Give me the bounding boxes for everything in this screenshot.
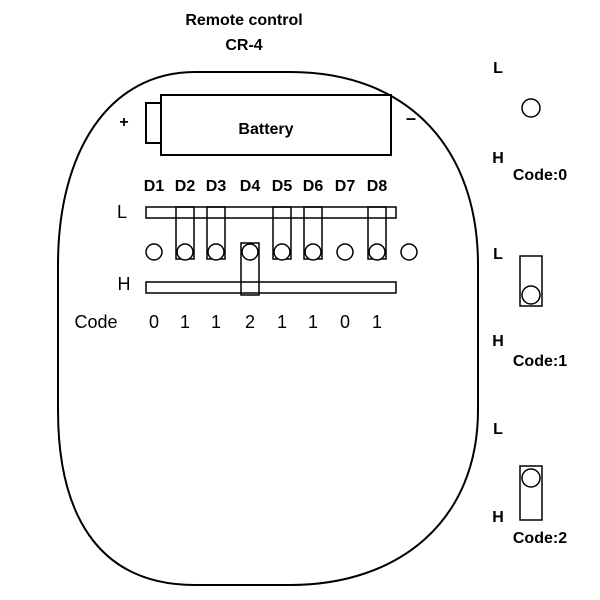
battery-minus-sign: –: [406, 108, 416, 128]
legend-jumper: [519, 255, 543, 307]
pin-d4: [241, 243, 259, 261]
low-rail: [145, 206, 397, 219]
high-rail: [145, 281, 397, 294]
legend-high-label: H: [492, 333, 504, 350]
battery-body: [160, 94, 392, 156]
pin-d6: [304, 243, 322, 261]
pin-d5: [273, 243, 291, 261]
pin-d7: [336, 243, 354, 261]
battery-label: Battery: [238, 121, 293, 138]
code-row-label: Code: [74, 312, 117, 332]
legend-code-label: Code:0: [513, 167, 567, 184]
legend-jumper: [519, 465, 543, 521]
remote-body-outline: [57, 71, 479, 586]
dip-code-d3: 1: [211, 312, 221, 332]
pin-d8: [368, 243, 386, 261]
legend-pin: [521, 98, 541, 118]
dip-code-d6: 1: [308, 312, 318, 332]
dip-code-d8: 1: [372, 312, 382, 332]
dip-code-d7: 0: [340, 312, 350, 332]
dip-label-d4: D4: [240, 178, 261, 195]
dip-label-d1: D1: [144, 178, 165, 195]
dip-codes: 0 1 1 2 1 1 0 1: [149, 312, 382, 332]
pin-d2: [176, 243, 194, 261]
high-rail-label: H: [118, 274, 131, 294]
pin-d3: [207, 243, 225, 261]
dip-label-d6: D6: [303, 178, 324, 195]
title-line-2: CR-4: [225, 37, 262, 54]
battery-terminal: [145, 102, 163, 144]
legend-low-label: L: [493, 246, 503, 263]
dip-label-d2: D2: [175, 178, 196, 195]
dip-label-d7: D7: [335, 178, 356, 195]
dip-pins: [145, 206, 418, 296]
legend-low-label: L: [493, 421, 503, 438]
legend-low-label: L: [493, 60, 503, 77]
legend-item-0: L H Code:0: [492, 60, 567, 184]
dip-code-d4: 2: [245, 312, 255, 332]
dip-switch-labels: D1 D2 D3 D4 D5 D6 D7 D8: [144, 178, 388, 195]
dip-code-d2: 1: [180, 312, 190, 332]
legend-code-label: Code:1: [513, 353, 567, 370]
jumper-high-d4: [240, 242, 260, 296]
legend-item-1: L H Code:1: [492, 246, 567, 370]
dip-label-d5: D5: [272, 178, 293, 195]
legend-pin: [521, 468, 541, 488]
dip-code-d1: 0: [149, 312, 159, 332]
legend-high-label: H: [492, 150, 504, 167]
battery-plus-sign: +: [119, 114, 128, 131]
legend-code-label: Code:2: [513, 530, 567, 547]
title-line-1: Remote control: [185, 12, 302, 29]
legend-high-label: H: [492, 509, 504, 526]
pin-extra: [400, 243, 418, 261]
dip-label-d8: D8: [367, 178, 388, 195]
battery: Battery + –: [119, 94, 416, 156]
dip-label-d3: D3: [206, 178, 227, 195]
legend-item-2: L H Code:2: [492, 421, 567, 547]
pin-d1: [145, 243, 163, 261]
dip-code-d5: 1: [277, 312, 287, 332]
legend-pin: [521, 285, 541, 305]
low-rail-label: L: [117, 202, 127, 222]
